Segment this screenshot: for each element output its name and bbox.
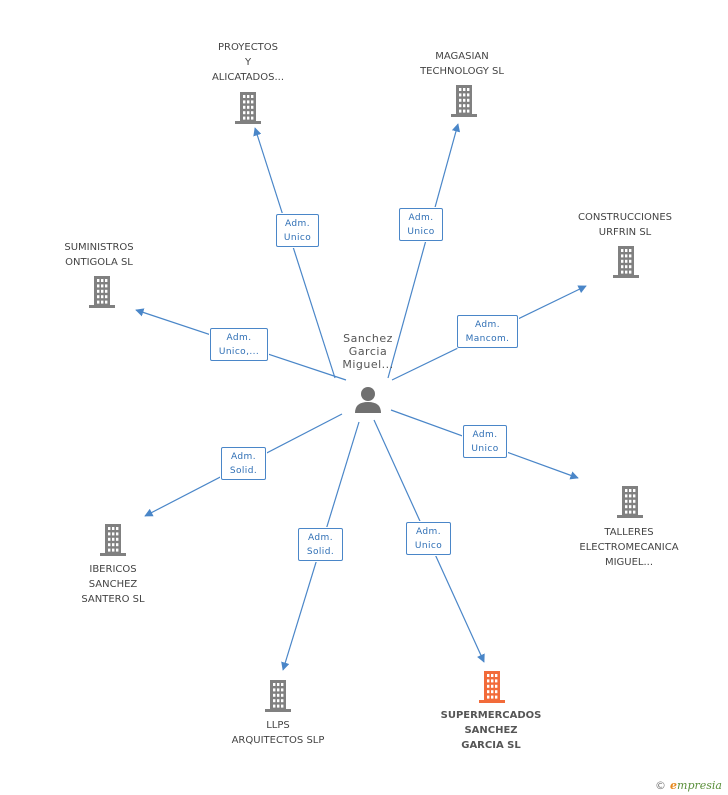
- building-icon-ibericos[interactable]: [100, 524, 126, 556]
- node-label-talleres[interactable]: TALLERES ELECTROMECANICA MIGUEL...: [579, 527, 679, 568]
- building-icon-magasian[interactable]: [451, 85, 477, 117]
- node-label-supermercados[interactable]: SUPERMERCADOS SANCHEZ GARCIA SL: [440, 710, 542, 751]
- building-icon-construcciones[interactable]: [613, 246, 639, 278]
- relation-label-ibericos: Adm. Solid.: [221, 447, 266, 480]
- relation-label-proyectos: Adm. Unico: [276, 214, 319, 247]
- node-label-llps[interactable]: LLPS ARQUITECTOS SLP: [231, 720, 325, 746]
- node-label-suministros[interactable]: SUMINISTROS ONTIGOLA SL: [64, 242, 134, 268]
- node-label-construcciones[interactable]: CONSTRUCCIONES URFRIN SL: [578, 212, 672, 238]
- relation-label-llps: Adm. Solid.: [298, 528, 343, 561]
- edge-magasian: [387, 123, 461, 379]
- person-icon[interactable]: [355, 387, 381, 413]
- edge-proyectos: [253, 127, 336, 379]
- brand-logo: ©empresia: [655, 779, 722, 792]
- center-person-label[interactable]: Sanchez Garcia Miguel...: [342, 332, 394, 371]
- building-icon-supermercados[interactable]: [479, 671, 505, 703]
- relation-label-supermercados: Adm. Unico: [406, 522, 451, 555]
- building-icon-proyectos[interactable]: [235, 92, 261, 124]
- building-icon-suministros[interactable]: [89, 276, 115, 308]
- relation-label-talleres: Adm. Unico: [463, 425, 507, 458]
- building-icon-llps[interactable]: [265, 680, 291, 712]
- node-label-magasian[interactable]: MAGASIAN TECHNOLOGY SL: [420, 51, 504, 77]
- building-icon-talleres[interactable]: [617, 486, 643, 518]
- node-label-ibericos[interactable]: IBERICOS SANCHEZ SANTERO SL: [81, 564, 145, 605]
- node-label-proyectos[interactable]: PROYECTOS Y ALICATADOS...: [211, 42, 285, 83]
- relation-label-magasian: Adm. Unico: [399, 208, 443, 241]
- relation-label-construcciones: Adm. Mancom.: [457, 315, 518, 348]
- relation-label-suministros: Adm. Unico,...: [210, 328, 268, 361]
